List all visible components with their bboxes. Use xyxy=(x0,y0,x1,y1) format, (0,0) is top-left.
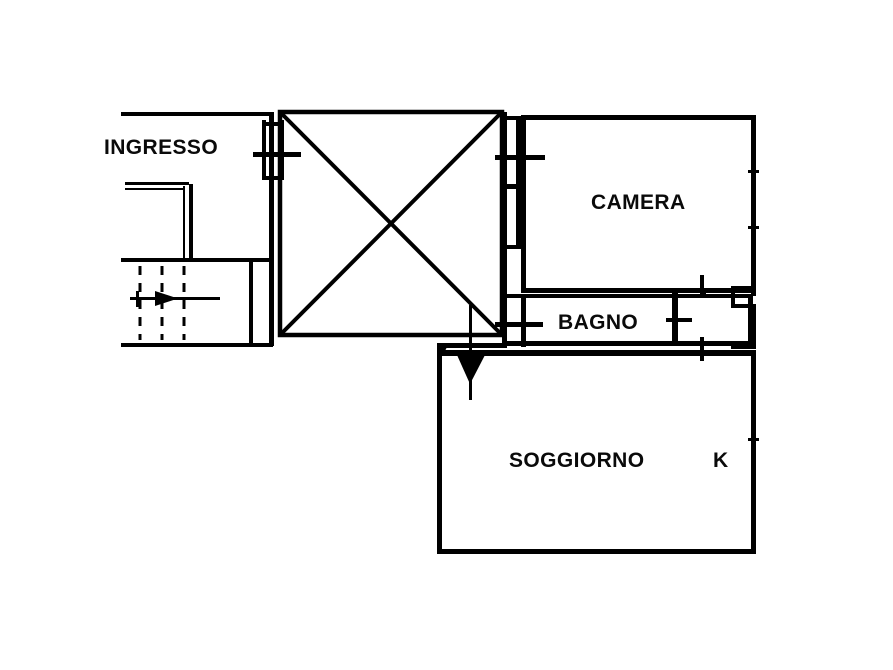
soggiorno-window-ticks xyxy=(748,438,759,441)
camera-left-wall xyxy=(495,112,545,336)
room-label-kitchen: K xyxy=(713,449,729,472)
room-label-ingresso: INGRESSO xyxy=(104,136,219,159)
camera-walls xyxy=(521,115,756,293)
room-label-camera: CAMERA xyxy=(591,191,686,214)
right-wall-notch xyxy=(731,286,756,349)
ingresso-walls xyxy=(121,112,273,347)
closet-walls xyxy=(666,275,753,361)
stair-direction-arrow-icon xyxy=(130,291,220,307)
soggiorno-walls xyxy=(437,350,756,554)
bagno-walls xyxy=(495,288,678,347)
room-label-bagno: BAGNO xyxy=(558,311,639,334)
entry-direction-arrow-icon xyxy=(457,305,485,400)
room-label-soggiorno: SOGGIORNO xyxy=(509,449,645,472)
camera-window-ticks xyxy=(748,170,759,229)
